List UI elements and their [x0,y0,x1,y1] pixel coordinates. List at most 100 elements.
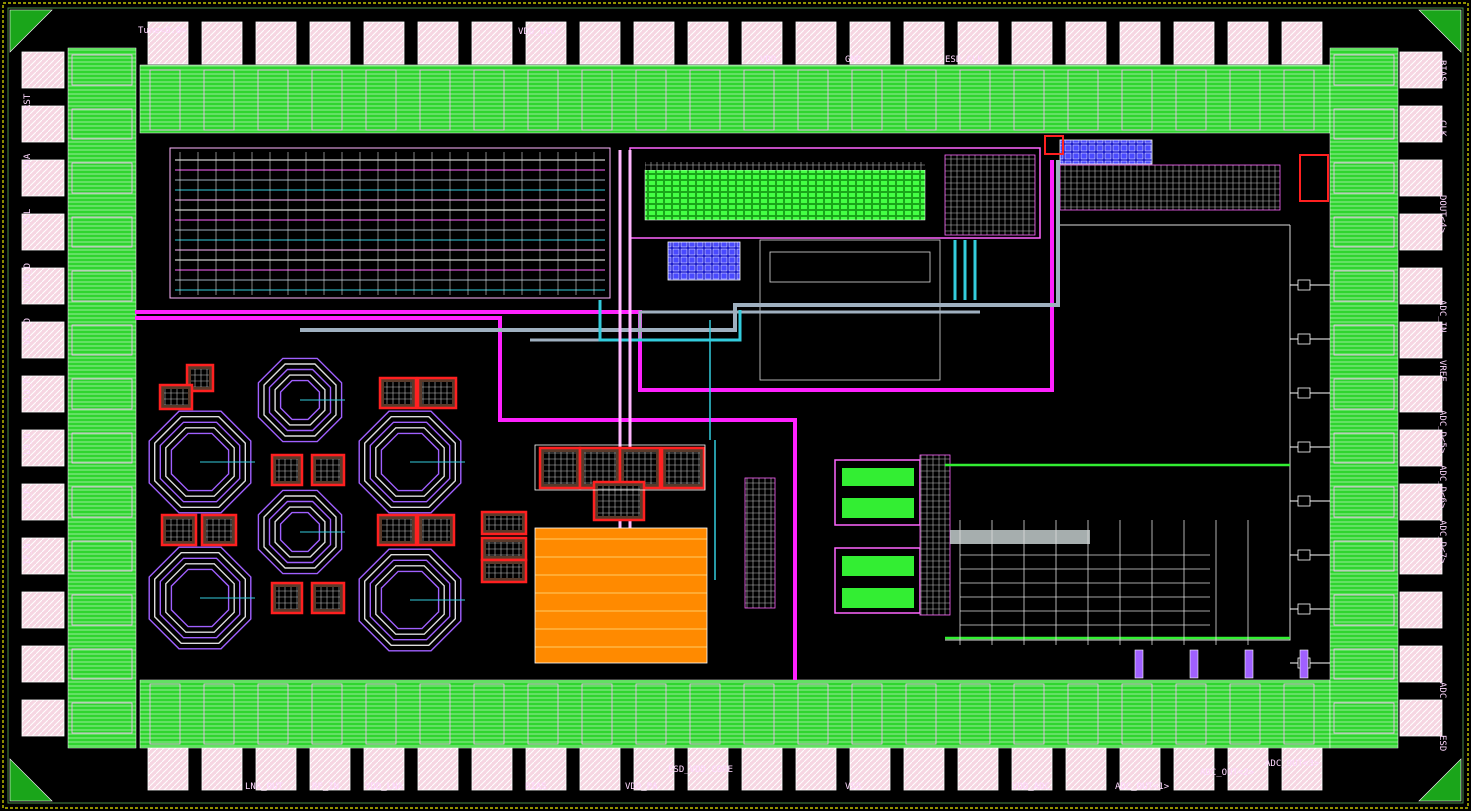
bond-pad-top [1011,21,1053,65]
bond-pad-right [1399,645,1443,683]
esd-cell-bottom [743,683,775,745]
adc-output-buffer [1189,649,1199,679]
esd-cell-left [71,540,133,572]
bond-pad-right [1399,213,1443,251]
esd-cell-bottom [797,683,829,745]
mid-frame-inner [769,251,931,283]
esd-cell-right [1333,432,1395,464]
io-ring [67,47,1399,749]
bond-pad-bottom [363,747,405,791]
bond-pad-bottom [1281,747,1323,791]
bond-pad-bottom [849,747,891,791]
rf-transistor-fingers [316,587,340,609]
esd-cell-bottom [905,683,937,745]
esd-cell-right [1333,486,1395,518]
label-right-esd: ESD [1437,735,1447,751]
inductor-turn [364,554,456,646]
esd-cell-top [257,69,289,131]
esd-cell-top [365,69,397,131]
label-right-adc-d-5: ADC_D<5> [1437,410,1447,454]
bond-pad-bottom [957,747,999,791]
inductor-turn [170,568,230,628]
adc-cell-1-fill2 [842,498,914,518]
rf-transistor-fingers [384,382,412,404]
adc-tap-cell [1297,495,1311,507]
digital-routing [175,152,605,295]
io-band-top [139,64,1331,134]
bond-pad-bottom [579,747,621,791]
label-right-adc: ADC [1437,682,1447,698]
bond-pad-left [21,699,65,737]
esd-cell-top [203,69,235,131]
adc-tap-cell [1297,549,1311,561]
bond-pad-right [1399,321,1443,359]
inductors [148,357,465,652]
inductor-turn [369,559,451,641]
inductor-turn [263,363,337,437]
rf-transistor-fingers [422,382,452,404]
esd-cell-top [797,69,829,131]
rail-magenta-1 [135,316,797,680]
poly-cell-right [1299,154,1329,202]
inductor-turn [268,500,332,564]
rail-grey [300,160,1060,332]
esd-cell-bottom [1013,683,1045,745]
inductor-turn [257,357,343,443]
bond-pad-right [1399,483,1443,521]
bond-pad-top [579,21,621,65]
esd-cell-left [71,270,133,302]
bond-pad-bottom [1065,747,1107,791]
bond-pad-left [21,159,65,197]
inductor-turn [268,368,332,432]
esd-cell-right [1333,162,1395,194]
esd-cell-bottom [149,683,181,745]
core-area [135,135,1330,680]
bond-pad-left [21,537,65,575]
inductor-turn [369,421,451,503]
inductor-turn [170,432,230,492]
esd-cell-top [851,69,883,131]
adc-cell-2-fill [842,556,914,576]
esd-cell-right [1333,270,1395,302]
label-bottom-lna-out: LNA_OUT [245,782,284,792]
inductor-turn [148,410,252,514]
esd-cell-bottom [1283,683,1315,745]
bond-pad-right [1399,105,1443,143]
bond-pad-top [147,21,189,65]
bond-pad-bottom [903,747,945,791]
inductor-turn [380,432,440,492]
adc-tap-cell [1297,603,1311,615]
label-left-lo-n: LO_N [23,433,33,455]
adc-taps [1134,279,1330,679]
label-top-esd-clk: ESD_CLK [945,55,984,65]
esd-cell-top [149,69,181,131]
bond-pad-bottom [795,747,837,791]
label-left-vdd-d: VDD_D [23,263,33,290]
bond-pad-right [1399,699,1443,737]
poly-cell-top [1044,135,1064,155]
esd-cell-bottom [419,683,451,745]
bond-pad-right [1399,267,1443,305]
esd-cell-right [1333,324,1395,356]
esd-cell-top [1067,69,1099,131]
label-top-vdd-vco: VDD_VCO [518,27,556,37]
mid-frame [759,239,941,381]
bond-pad-right [1399,537,1443,575]
bond-pad-left [21,267,65,305]
esd-cell-top [473,69,505,131]
rf-transistor-cells [158,363,706,615]
bond-pad-top [1173,21,1215,65]
rf-transistor-fingers [486,564,522,578]
esd-cell-right [1333,594,1395,626]
rf-transistor-fingers [276,587,298,609]
esd-cell-right [1333,108,1395,140]
rf-transistor-fingers [382,519,412,541]
inductor-turn [153,416,247,508]
label-left-lo-p: LO_P [23,378,33,400]
bond-pad-top [795,21,837,65]
inductor-turn [274,506,326,558]
pad-labels: Tune<8:0> VDD_VCO VDD GND ESD_CLK LNA_OU… [23,26,1447,792]
corner-cells [9,9,1462,802]
adc-output-buffer [1244,649,1254,679]
esd-cell-top [959,69,991,131]
